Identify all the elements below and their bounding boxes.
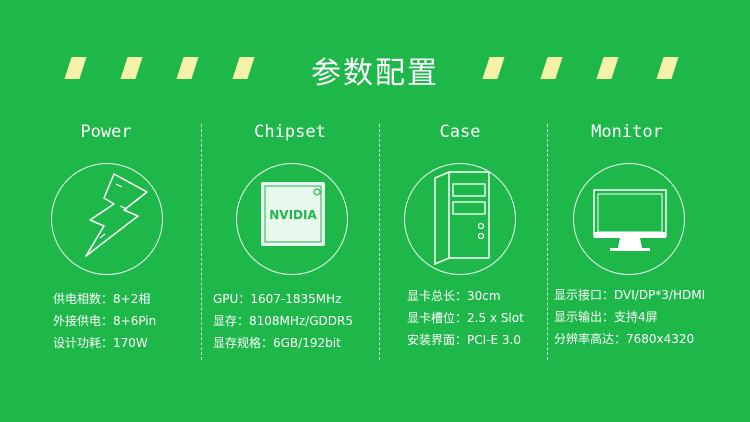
spec-line: 显示输出：支持4屏 bbox=[554, 310, 658, 324]
chipset-icon-circle: NVIDIA bbox=[236, 163, 348, 275]
spec-line: 分辨率高达：7680x4320 bbox=[554, 332, 695, 346]
column-title-case: Case bbox=[439, 122, 481, 142]
spec-line: 显存规格：6GB/192bit bbox=[213, 336, 341, 350]
column-title-power: Power bbox=[80, 122, 132, 142]
decorative-stripes-right bbox=[450, 57, 750, 83]
power-specs: 供电相数：8+2相 外接供电：8+6Pin 设计功耗：170W bbox=[53, 288, 156, 354]
spec-line: GPU：1607-1835MHz bbox=[213, 292, 342, 306]
power-icon-circle bbox=[51, 163, 163, 275]
stripe bbox=[596, 57, 619, 79]
case-icon-circle bbox=[404, 163, 516, 275]
monitor-icon-circle bbox=[573, 163, 685, 275]
page-title: 参数配置 bbox=[311, 56, 439, 91]
spec-line: 显卡总长：30cm bbox=[407, 289, 501, 303]
monitor-icon bbox=[593, 189, 667, 251]
spec-line: 显卡槽位：2.5 x Slot bbox=[407, 311, 524, 325]
spec-line: 显示接口：DVI/DP*3/HDMI bbox=[554, 288, 706, 302]
spec-line: 安装界面：PCI-E 3.0 bbox=[407, 333, 521, 347]
case-specs: 显卡总长：30cm 显卡槽位：2.5 x Slot 安装界面：PCI-E 3.0 bbox=[407, 285, 524, 351]
spec-line: 设计功耗：170W bbox=[53, 336, 148, 350]
column-title-monitor: Monitor bbox=[591, 122, 663, 142]
chip-icon: NVIDIA bbox=[261, 182, 325, 246]
column-divider bbox=[379, 124, 380, 360]
chipset-specs: GPU：1607-1835MHz 显存：8108MHz/GDDR5 显存规格：6… bbox=[213, 288, 353, 354]
spec-line: 供电相数：8+2相 bbox=[53, 292, 151, 306]
stripe bbox=[482, 57, 505, 79]
lightning-icon bbox=[85, 173, 148, 257]
spec-line: 外接供电：8+6Pin bbox=[53, 314, 157, 328]
chip-label: NVIDIA bbox=[269, 208, 317, 222]
stripe bbox=[540, 57, 563, 79]
pc-case-icon bbox=[434, 171, 490, 266]
column-title-chipset: Chipset bbox=[254, 122, 326, 142]
spec-line: 显存：8108MHz/GDDR5 bbox=[213, 314, 354, 328]
stripe bbox=[656, 57, 679, 79]
column-divider bbox=[547, 124, 548, 360]
monitor-specs: 显示接口：DVI/DP*3/HDMI 显示输出：支持4屏 分辨率高达：7680x… bbox=[554, 284, 705, 350]
column-divider bbox=[201, 124, 202, 360]
